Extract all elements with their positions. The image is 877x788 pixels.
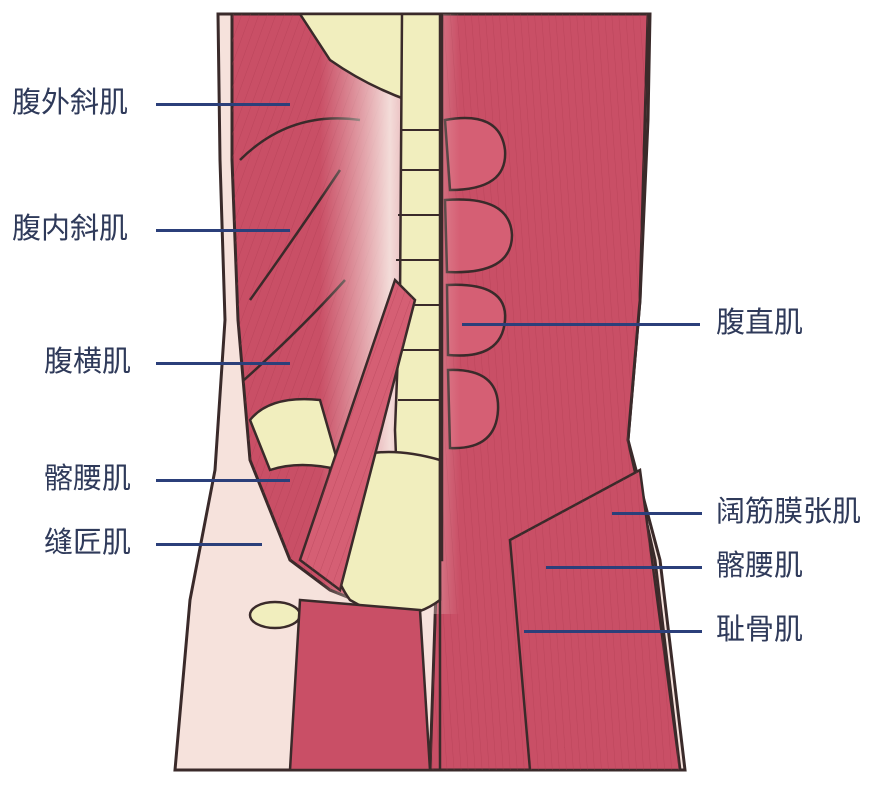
label-pectineus: 耻骨肌 bbox=[716, 612, 804, 646]
leader-line bbox=[156, 543, 262, 546]
label-tensor-fasciae: 阔筋膜张肌 bbox=[716, 494, 862, 528]
label-rectus: 腹直肌 bbox=[716, 305, 804, 339]
leader-line bbox=[462, 323, 700, 326]
label-iliopsoas-right: 髂腰肌 bbox=[716, 548, 804, 582]
leader-line bbox=[546, 566, 702, 569]
leader-line bbox=[156, 479, 290, 482]
leader-line bbox=[156, 362, 290, 365]
leader-line bbox=[156, 229, 290, 232]
leader-line bbox=[612, 512, 702, 515]
rectus-segments bbox=[443, 116, 514, 450]
label-external-oblique: 腹外斜肌 bbox=[12, 85, 129, 119]
label-sartorius: 缝匠肌 bbox=[44, 525, 132, 559]
label-internal-oblique: 腹内斜肌 bbox=[12, 211, 129, 245]
leader-line bbox=[524, 630, 702, 633]
label-iliopsoas-left: 髂腰肌 bbox=[44, 461, 132, 495]
leader-line bbox=[156, 103, 290, 106]
label-transversus: 腹横肌 bbox=[44, 344, 132, 378]
